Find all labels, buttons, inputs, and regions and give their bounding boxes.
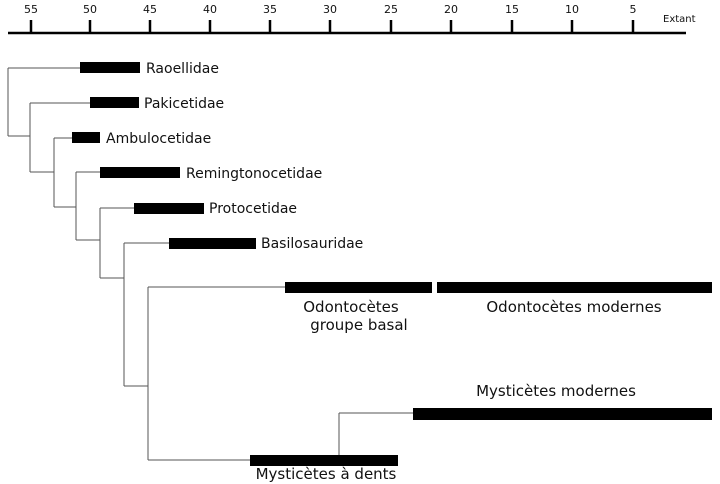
tick-label-45: 45 (143, 3, 157, 16)
label-remingtonocetidae: Remingtonocetidae (186, 166, 322, 182)
label-protocetidae: Protocetidae (209, 201, 297, 217)
label-odontocetes-modern: Odontocètes modernes (486, 298, 661, 316)
bar-odontocetes-basal (285, 282, 432, 293)
tick-label-15: 15 (505, 3, 519, 16)
tick-label-10: 10 (565, 3, 579, 16)
range-bars (72, 62, 712, 466)
tick-label-50: 50 (83, 3, 97, 16)
bar-mysticetes-modern (413, 408, 712, 420)
label-odontocetes-basal-line1: Odontocètes (303, 298, 399, 316)
label-basilosauridae: Basilosauridae (261, 236, 363, 252)
label-mysticetes-dents: Mysticètes à dents (256, 465, 397, 483)
label-pakicetidae: Pakicetidae (144, 96, 224, 112)
tick-label-25: 25 (384, 3, 398, 16)
label-odontocetes-basal-line2: groupe basal (310, 316, 407, 334)
bar-basilosauridae (169, 238, 256, 249)
taxon-labels: Raoellidae Pakicetidae Ambulocetidae Rem… (106, 61, 662, 483)
tick-label-55: 55 (24, 3, 38, 16)
tree-branches (7, 67, 413, 461)
label-ambulocetidae: Ambulocetidae (106, 131, 211, 147)
time-axis: 55 50 45 40 35 30 25 20 15 10 5 Extant (8, 3, 696, 35)
bar-ambulocetidae (72, 132, 100, 143)
bar-protocetidae (134, 203, 204, 214)
tick-label-5: 5 (630, 3, 637, 16)
label-mysticetes-modern: Mysticètes modernes (476, 382, 636, 400)
bar-odontocetes-modern (437, 282, 712, 293)
bar-pakicetidae (90, 97, 139, 108)
label-raoellidae: Raoellidae (146, 61, 219, 77)
bar-remingtonocetidae (100, 167, 180, 178)
tick-label-30: 30 (323, 3, 337, 16)
tick-label-20: 20 (444, 3, 458, 16)
tick-label-40: 40 (203, 3, 217, 16)
bar-raoellidae (80, 62, 140, 73)
extant-label: Extant (663, 14, 696, 25)
tick-label-35: 35 (263, 3, 277, 16)
bar-mysticetes-dents (250, 455, 398, 466)
